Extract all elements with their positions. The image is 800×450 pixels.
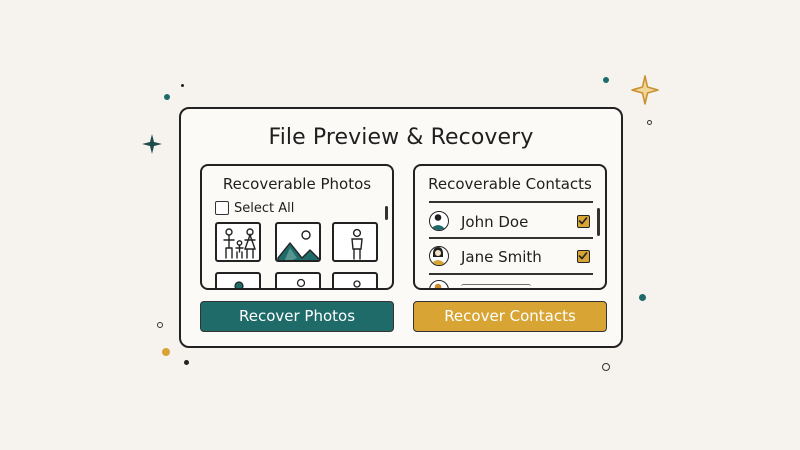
avatar — [429, 246, 449, 266]
sparkle-icon — [142, 134, 162, 154]
user-avatar-icon — [430, 214, 447, 230]
photo-thumbnail-partial-icon — [353, 280, 361, 288]
photos-panel: Recoverable Photos Select All — [200, 164, 394, 290]
contacts-panel: Recoverable Contacts John Doe — [413, 164, 607, 290]
decor-dot — [162, 348, 170, 356]
decor-dot — [647, 120, 652, 125]
photos-scrollbar[interactable] — [385, 206, 388, 220]
decor-dot — [164, 94, 170, 100]
decor-dot — [603, 77, 609, 83]
person-photo-icon — [351, 228, 363, 260]
window-title: File Preview & Recovery — [268, 125, 534, 150]
photo-thumbnail[interactable] — [332, 272, 378, 288]
photo-thumbnail[interactable] — [215, 272, 261, 288]
user-avatar-icon — [430, 247, 447, 265]
photo-thumbnail[interactable] — [332, 222, 378, 262]
checkmark-icon — [579, 217, 588, 225]
recover-contacts-button[interactable]: Recover Contacts — [413, 301, 607, 332]
user-avatar-icon — [435, 284, 442, 288]
recovery-window: File Preview & Recovery Recoverable Phot… — [179, 107, 623, 348]
decor-dot — [639, 294, 646, 301]
photo-thumbnail-partial-icon — [234, 281, 244, 288]
decor-dot — [181, 84, 184, 87]
photo-thumbnail[interactable] — [215, 222, 261, 262]
decor-dot — [157, 322, 163, 328]
family-photo-icon — [223, 228, 256, 259]
photo-thumbnail-partial-icon — [296, 278, 306, 288]
recover-photos-button[interactable]: Recover Photos — [200, 301, 394, 332]
contacts-divider — [429, 273, 593, 275]
contact-checkbox[interactable] — [577, 250, 590, 263]
photo-thumbnail[interactable] — [275, 272, 321, 288]
sparkle-icon — [631, 75, 659, 105]
photo-thumbnail[interactable] — [275, 222, 321, 262]
contact-name: Jane Smith — [461, 248, 542, 266]
decor-dot — [184, 360, 189, 365]
contacts-divider — [429, 237, 593, 239]
contact-checkbox[interactable] — [577, 215, 590, 228]
contacts-divider — [429, 201, 593, 203]
avatar — [429, 211, 449, 231]
contacts-panel-title: Recoverable Contacts — [428, 175, 592, 193]
select-all-label: Select All — [234, 201, 295, 216]
avatar — [429, 280, 449, 288]
decor-dot — [602, 363, 610, 371]
contacts-scrollbar[interactable] — [597, 208, 600, 236]
photos-panel-title: Recoverable Photos — [222, 175, 372, 193]
checkmark-icon — [579, 252, 588, 260]
contact-name: John Doe — [461, 213, 529, 231]
landscape-photo-icon — [277, 230, 319, 260]
contact-name-partial — [461, 284, 531, 288]
select-all-checkbox[interactable] — [215, 201, 229, 215]
